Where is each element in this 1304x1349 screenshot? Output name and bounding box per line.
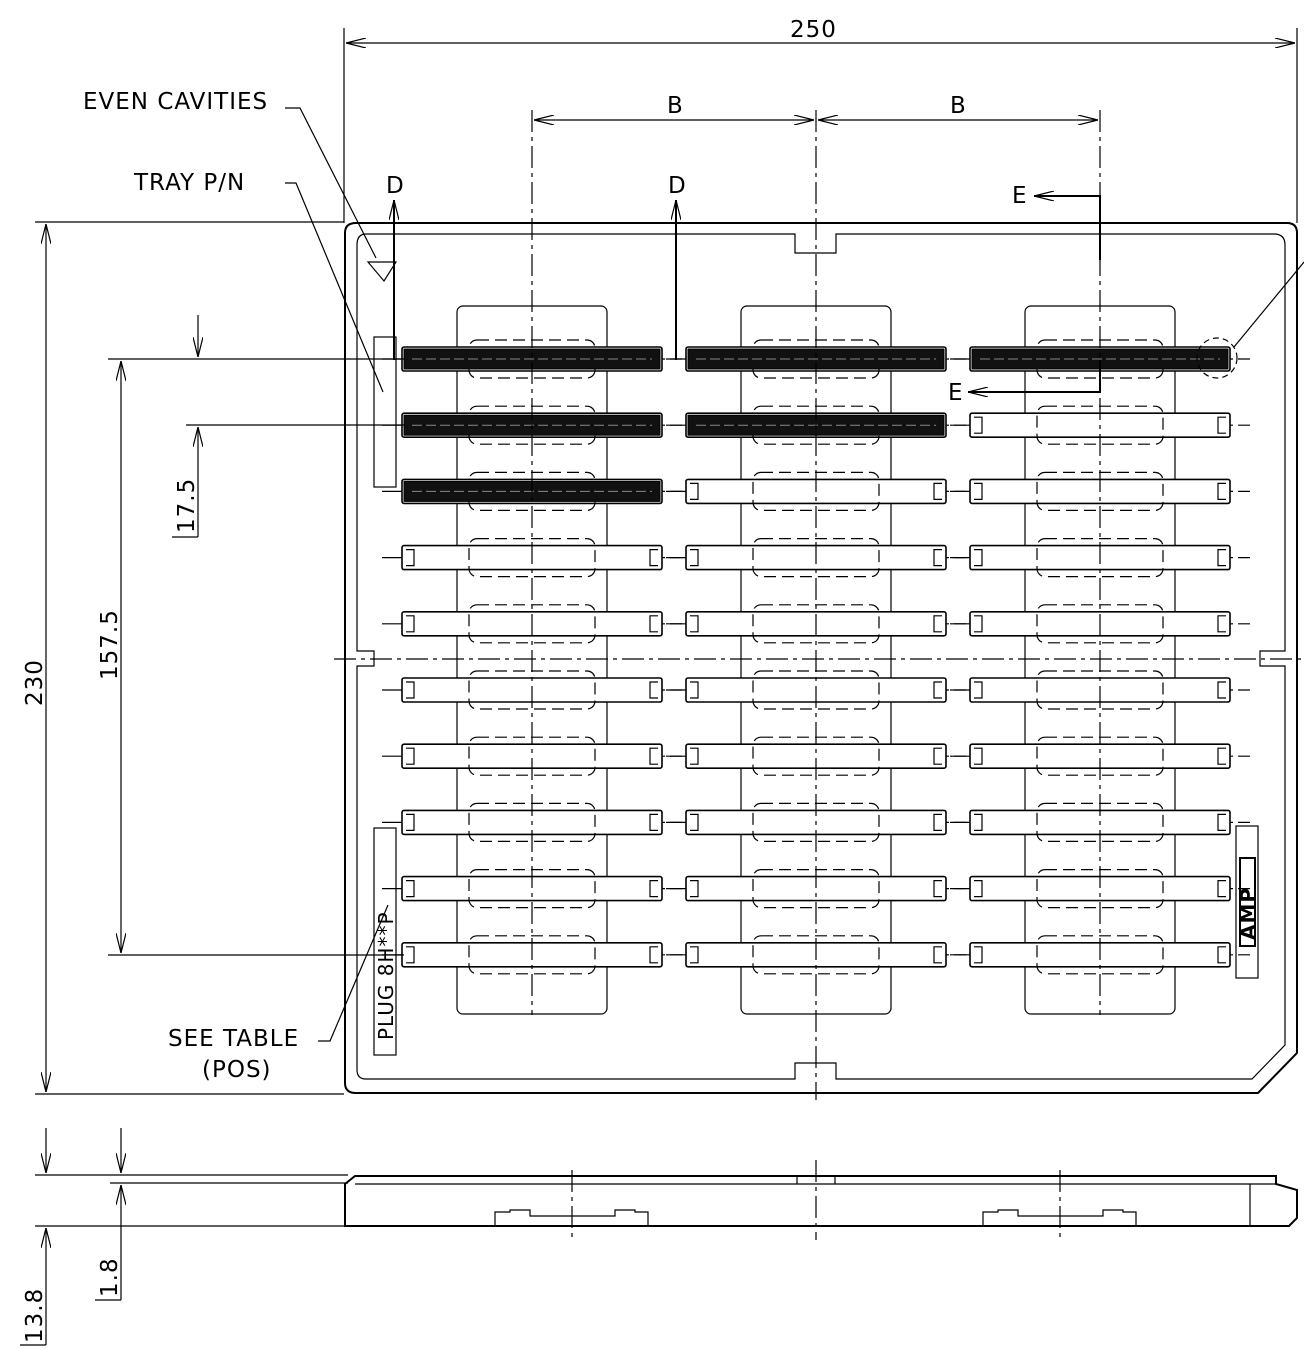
height-total-value: 13.8	[22, 1288, 48, 1343]
cavity-window	[752, 604, 880, 644]
cavity-window	[1036, 935, 1164, 975]
cavity-notch	[690, 482, 699, 500]
cavity-notch	[974, 681, 983, 699]
plug-label-text: PLUG 8H**P	[374, 911, 398, 1040]
step-value: 1.8	[97, 1257, 123, 1297]
cavity-notch	[649, 747, 658, 765]
cavity-notch	[933, 813, 942, 831]
cavity-notch	[406, 880, 415, 898]
cavity-notch	[406, 946, 415, 964]
cavity-notch	[1217, 747, 1226, 765]
cavity-notch	[974, 880, 983, 898]
cavity-notch	[933, 549, 942, 567]
cavity-notch	[933, 747, 942, 765]
section-d-label: D	[668, 173, 687, 199]
cavity-notch	[974, 813, 983, 831]
cavity-notch	[974, 482, 983, 500]
cavity-notch	[690, 681, 699, 699]
cavity-window	[752, 537, 880, 578]
row-span-value: 157.5	[97, 609, 123, 680]
see-table-note: SEE TABLE (POS)	[168, 904, 389, 1083]
tray-pn-box	[373, 336, 397, 488]
section-marker-d-right: D	[668, 173, 687, 360]
pitch-b-label: B	[667, 93, 684, 119]
cavity-notch	[690, 615, 699, 633]
cavity-notch	[1217, 549, 1226, 567]
cavity-notch	[406, 681, 415, 699]
section-e-label: E	[948, 380, 964, 406]
even-cavities-note: EVEN CAVITIES	[83, 89, 398, 283]
section-e-label: E	[1012, 183, 1028, 209]
cavity-window	[468, 537, 596, 578]
cavity-notch	[974, 549, 983, 567]
pitch-b-label: B	[950, 93, 967, 119]
cavity-notch	[1217, 615, 1226, 633]
cavity-notch	[649, 946, 658, 964]
cavity-notch	[690, 549, 699, 567]
cavity-notch	[1217, 681, 1226, 699]
height-value: 230	[22, 659, 48, 706]
width-value: 250	[790, 17, 837, 43]
dimension-height: 230	[22, 221, 344, 1095]
cavity-notch	[933, 615, 942, 633]
cavity-notch	[690, 813, 699, 831]
cavity-window	[1036, 537, 1164, 578]
cavity-notch	[974, 747, 983, 765]
cavity-notch	[649, 681, 658, 699]
section-marker-e: E E	[948, 183, 1101, 406]
amp-logo: AMP	[1235, 825, 1260, 979]
cavity-notch	[690, 946, 699, 964]
see-table-label: SEE TABLE	[168, 1026, 299, 1052]
cavity-notch	[690, 880, 699, 898]
cavity-notch	[1217, 416, 1226, 434]
cavity-notch	[1217, 482, 1226, 500]
cavity-notch	[933, 482, 942, 500]
cavity-notch	[649, 615, 658, 633]
detail-circle	[1196, 261, 1304, 379]
tray-pn-label: TRAY P/N	[133, 170, 245, 196]
cavity-notch	[406, 549, 415, 567]
cavity-notch	[649, 549, 658, 567]
cavity-notch	[649, 813, 658, 831]
cavity-notch	[649, 880, 658, 898]
cavity-window	[1036, 604, 1164, 644]
tray-pn-note: TRAY P/N	[133, 170, 384, 393]
dimension-width: 250	[343, 17, 1298, 223]
cavity-notch	[933, 946, 942, 964]
section-d-label: D	[386, 173, 405, 199]
cavity-notch	[1217, 880, 1226, 898]
even-cavities-label: EVEN CAVITIES	[83, 89, 268, 115]
cavity-window	[752, 935, 880, 975]
cavity-notch	[1217, 946, 1226, 964]
cavity-notch	[406, 747, 415, 765]
cavity-notch	[406, 813, 415, 831]
side-view	[344, 1160, 1298, 1240]
cavity-notch	[974, 946, 983, 964]
cavity-window	[468, 604, 596, 644]
centerlines	[334, 110, 1304, 1100]
dimension-row-span: 157.5	[97, 358, 404, 956]
dimension-side: 1.8 13.8	[20, 1128, 348, 1346]
section-marker-d-left: D	[386, 173, 405, 360]
dimension-row-pitch: 17.5	[172, 315, 404, 538]
cavity-notch	[1217, 813, 1226, 831]
cavity-notch	[690, 747, 699, 765]
cavity-window	[468, 935, 596, 975]
amp-logo-text: AMP	[1236, 887, 1260, 940]
tray-outline	[344, 222, 1298, 1094]
cavity-notch	[974, 615, 983, 633]
pos-label: (POS)	[202, 1057, 272, 1083]
cavity-notch	[933, 681, 942, 699]
dimension-pitch-b: B B	[534, 93, 1098, 120]
cavity-notch	[406, 615, 415, 633]
cavity-notch	[974, 416, 983, 434]
cavity-notch	[933, 880, 942, 898]
row-pitch-value: 17.5	[174, 478, 200, 533]
plug-label-box: PLUG 8H**P	[373, 827, 398, 1056]
